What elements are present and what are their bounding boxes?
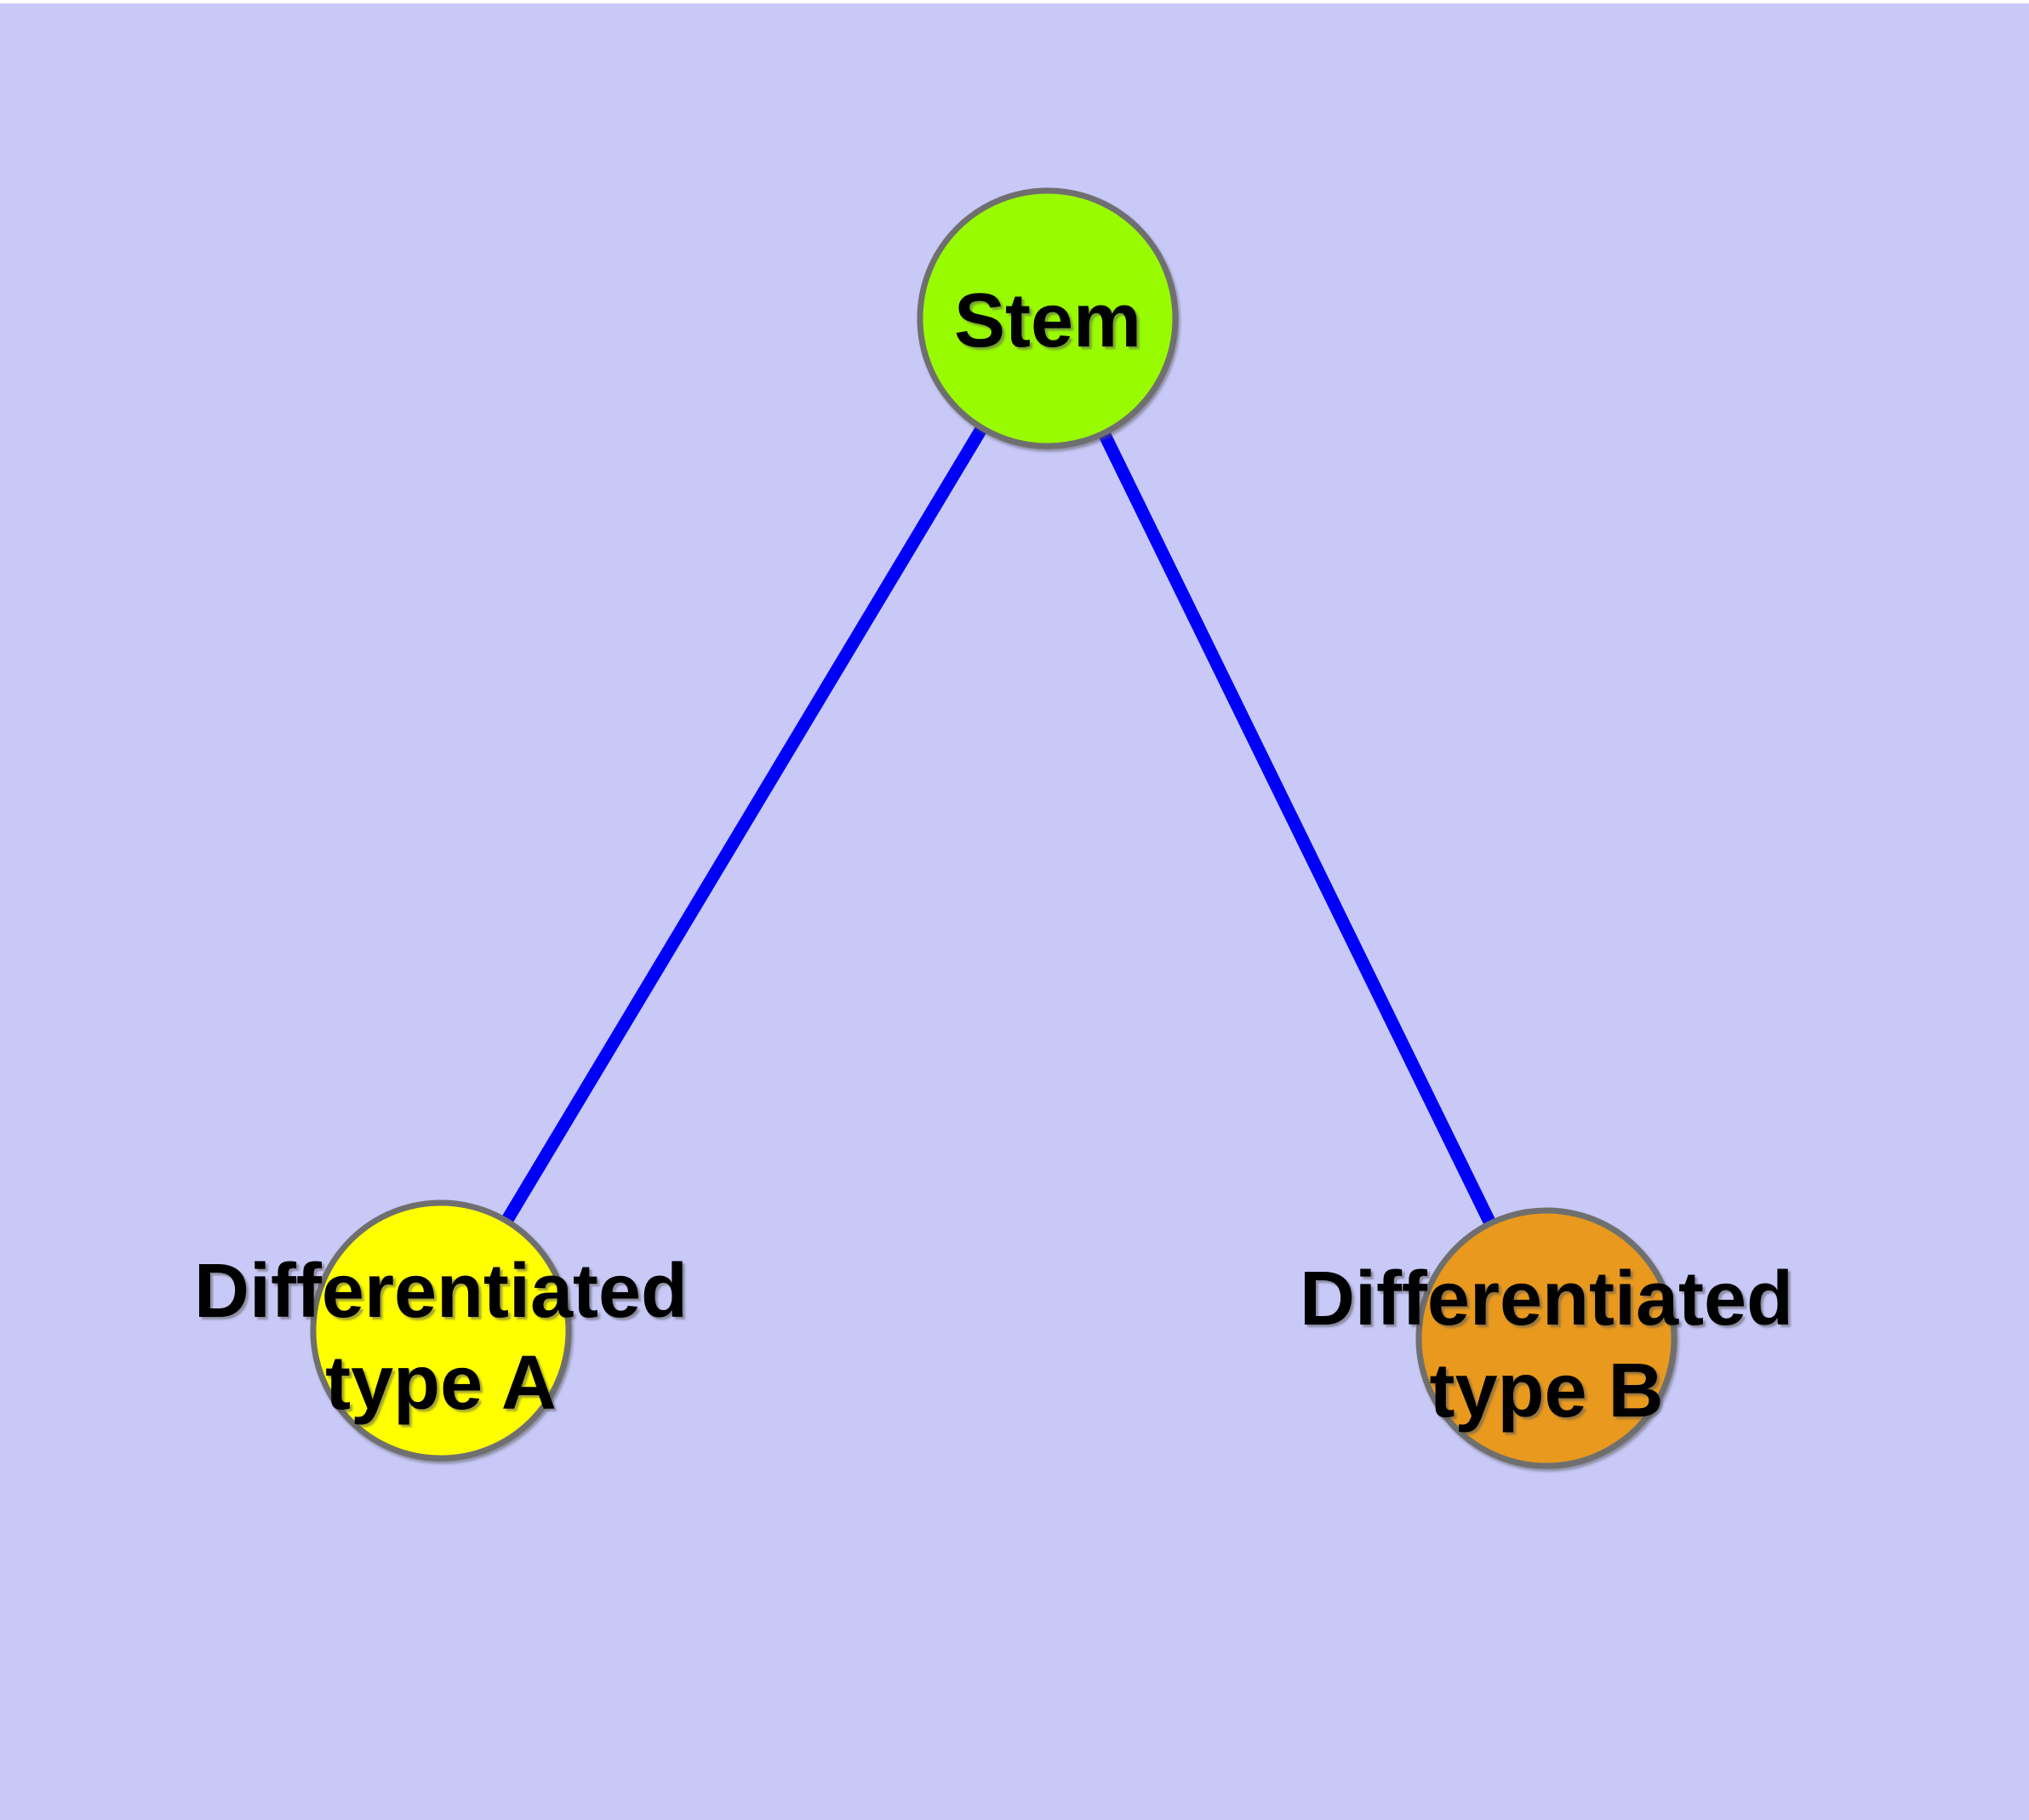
node-stem-label: Stem	[954, 278, 1141, 363]
node-differentiated-type-b	[1415, 1207, 1677, 1469]
node-differentiated-type-a	[310, 1199, 572, 1462]
node-type-a-label-line1: Differentiated	[194, 1249, 688, 1334]
node-stem	[917, 187, 1179, 449]
edge-stem-to-type-b	[1042, 315, 1552, 1342]
node-type-a-label-line2: type A	[325, 1341, 557, 1426]
node-type-b-label-line2: type B	[1429, 1348, 1663, 1434]
node-type-b-label-line1: Differentiated	[1300, 1256, 1793, 1342]
top-margin-strip	[0, 0, 2029, 3]
edge-stem-to-type-a	[435, 315, 1054, 1334]
